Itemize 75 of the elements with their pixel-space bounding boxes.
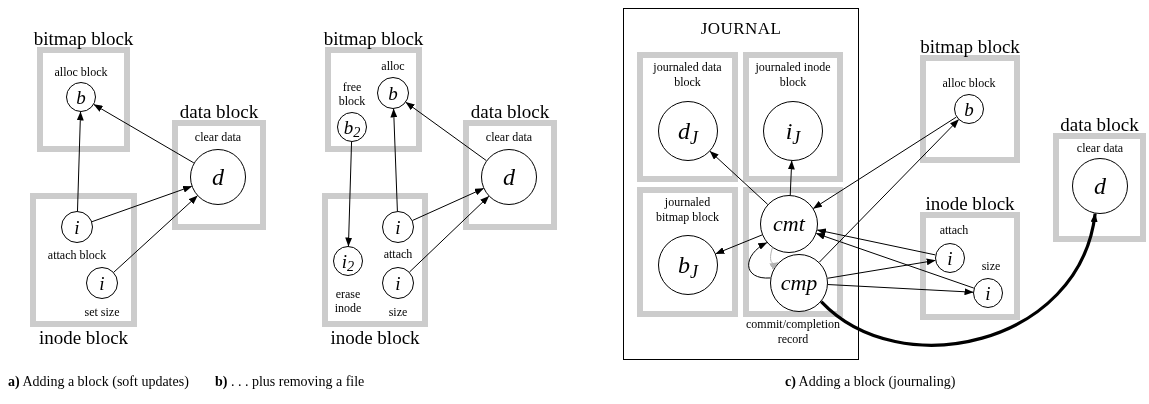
caption: b) . . . plus removing a file [215, 373, 365, 391]
arrow [93, 104, 195, 164]
block-heading: bitmap block [33, 28, 134, 50]
node-label: clear data [485, 130, 533, 144]
arrow [113, 195, 198, 273]
node-label: alloc block [942, 76, 996, 90]
arrow [412, 188, 484, 221]
node-label: attach [939, 223, 969, 237]
node-symbol: i [74, 217, 80, 237]
block-heading: commit/completion record [745, 317, 841, 347]
caption: c) Adding a block (journaling) [785, 373, 956, 391]
arrow [390, 108, 398, 212]
arrow [409, 195, 490, 273]
arrow [816, 228, 936, 256]
block-heading: data block [1060, 114, 1139, 136]
block-frame [637, 187, 738, 317]
node-symbol: b [964, 99, 974, 119]
block-frame [637, 52, 738, 182]
node-symbol: cmt [773, 213, 805, 235]
node-label: clear data [1076, 141, 1124, 155]
node-label: set size [84, 305, 120, 319]
arrow [827, 284, 974, 296]
block-heading: journaled inode block [754, 60, 832, 90]
block-heading: inode block [925, 193, 1015, 215]
node-label: free block [337, 80, 367, 108]
arrow [787, 160, 795, 196]
block-frame [743, 52, 843, 182]
block-heading: data block [179, 101, 259, 123]
node-symbol: i [99, 273, 105, 293]
block-heading: journaled data block [652, 60, 723, 90]
node-label: alloc [381, 59, 405, 73]
node-symbol: i [985, 283, 991, 303]
block-heading: bitmap block [323, 28, 424, 50]
node-symbol: b [76, 87, 86, 107]
node-symbol: b$_{J}$ [678, 253, 698, 277]
arrow [820, 213, 1097, 347]
arrow [405, 101, 487, 162]
block-heading: inode block [330, 327, 420, 349]
node-symbol: i [947, 248, 953, 268]
arrow [748, 242, 771, 279]
node-label: size [388, 305, 408, 319]
node-symbol: d [503, 165, 515, 189]
caption: a) Adding a block (soft updates) [8, 373, 189, 391]
arrow [709, 150, 769, 205]
node-symbol: i [395, 273, 401, 293]
arrow [815, 233, 975, 289]
node-label: size [981, 259, 1001, 273]
arrow [345, 141, 353, 247]
block-heading: data block [470, 101, 550, 123]
arrow [827, 258, 936, 279]
node-label: attach [383, 247, 413, 261]
arrow [769, 247, 779, 270]
node-label: clear data [194, 130, 242, 144]
node-symbol: i$_{J}$ [785, 119, 801, 143]
arrow [812, 116, 957, 209]
block-heading: journaled bitmap block [655, 195, 720, 225]
block-heading: inode block [38, 327, 129, 349]
node-label: erase inode [333, 287, 363, 315]
node-label: attach block [47, 248, 107, 262]
block-heading: bitmap block [920, 36, 1020, 58]
node-symbol: i [395, 217, 401, 237]
node-label: alloc block [54, 65, 108, 79]
node-symbol: b$_{2}$ [343, 117, 361, 137]
arrow [715, 234, 763, 255]
node-symbol: i$_{2}$ [341, 251, 355, 271]
arrow [818, 119, 959, 263]
block-heading: JOURNAL [700, 19, 782, 39]
node-symbol: cmp [780, 272, 818, 294]
node-symbol: b [388, 83, 398, 103]
arrow [76, 111, 84, 212]
node-symbol: d [212, 165, 224, 189]
arrow [91, 185, 193, 223]
node-symbol: d$_{J}$ [678, 119, 698, 143]
journal-frame [623, 8, 859, 360]
node-symbol: d [1094, 174, 1106, 198]
